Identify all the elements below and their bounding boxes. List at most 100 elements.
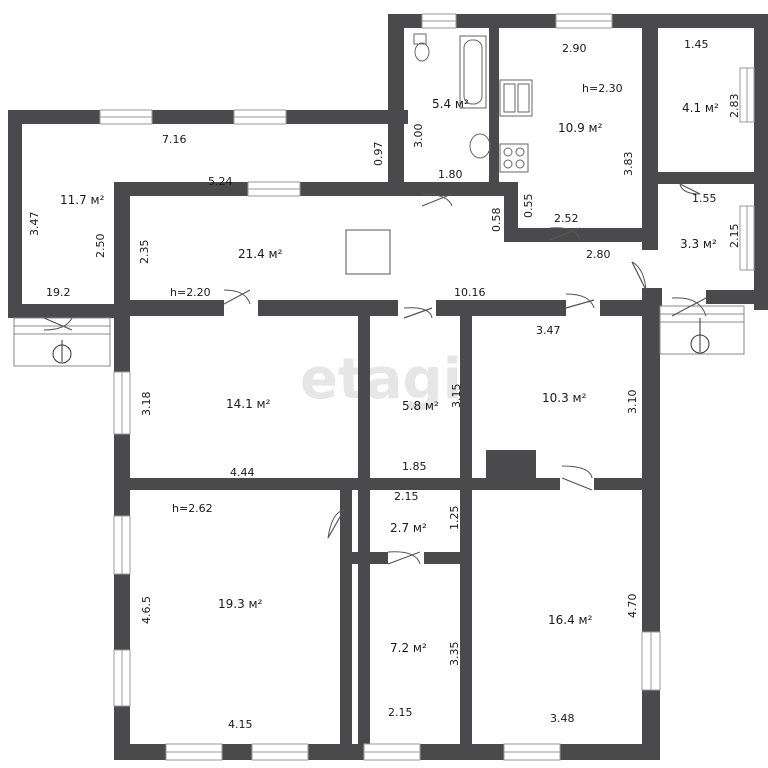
window: [739, 205, 755, 271]
dimension-label: 3.48: [550, 712, 575, 725]
wall: [642, 14, 658, 250]
dimension-label: 2.80: [586, 248, 611, 261]
window: [421, 13, 457, 29]
dimension-label: 1.85: [402, 460, 427, 473]
window: [99, 109, 153, 125]
dimension-label: 3.10: [626, 390, 639, 415]
dimension-label: 2.83: [728, 94, 741, 119]
dimension-label: 0.97: [372, 142, 385, 167]
wall: [594, 478, 660, 490]
dimension-label: 3.47: [28, 212, 41, 237]
wall: [114, 182, 518, 196]
dimension-label: h=2.30: [582, 82, 623, 95]
room-area-label: 16.4 м²: [548, 613, 593, 627]
door: [679, 183, 701, 195]
window: [165, 743, 223, 761]
door: [421, 193, 453, 207]
wall: [388, 14, 404, 194]
dimension-label: 1.55: [692, 192, 717, 205]
wall: [436, 300, 566, 316]
room-area-label: 10.3 м²: [542, 391, 587, 405]
stove-block: [486, 450, 536, 480]
wall: [460, 300, 472, 760]
dimension-label: 2.90: [562, 42, 587, 55]
room-area-label: 21.4 м²: [238, 247, 283, 261]
door: [671, 297, 707, 317]
dimension-label: 2.15: [728, 224, 741, 249]
wall: [114, 478, 360, 490]
wall: [114, 300, 224, 316]
wall: [358, 478, 472, 490]
dimension-label: 3.15: [450, 384, 463, 409]
room-area-label: 19.3 м²: [218, 597, 263, 611]
dimension-label: 2.50: [94, 234, 107, 259]
dimension-label: 4.70: [626, 594, 639, 619]
room-area-label: 14.1 м²: [226, 397, 271, 411]
dimension-label: 1.45: [684, 38, 709, 51]
dimension-label: 1.80: [438, 168, 463, 181]
dimension-labels: 7.16 0.97 3.47 2.50 19.2 5.24 2.35 h=2.2…: [28, 38, 741, 731]
dimension-label: h=2.20: [170, 286, 211, 299]
wall: [600, 300, 660, 316]
stove-square: [345, 229, 391, 275]
dimension-label: 2.15: [388, 706, 413, 719]
wall: [8, 110, 22, 318]
room-labels: 11.7 м² 21.4 м² 5.4 м² 10.9 м² 4.1 м² 3.…: [60, 97, 719, 655]
room-area-label: 2.7 м²: [390, 521, 427, 535]
dimension-label: 10.16: [454, 286, 486, 299]
window: [113, 371, 131, 435]
watermark: etagi: [300, 347, 462, 412]
window: [555, 13, 613, 29]
wall: [658, 172, 754, 184]
dimension-label: 3.83: [622, 152, 635, 177]
wall: [424, 552, 472, 564]
window: [233, 109, 287, 125]
bathtub: [459, 35, 487, 109]
wall: [358, 300, 370, 760]
toilet: [413, 33, 430, 62]
door: [565, 293, 595, 309]
dimension-label: 7.16: [162, 133, 187, 146]
window: [251, 743, 309, 761]
dimension-label: 19.2: [46, 286, 71, 299]
cooktop: [499, 143, 529, 173]
dimension-label: 4.15: [228, 718, 253, 731]
dimension-label: 5.24: [208, 175, 233, 188]
window: [739, 67, 755, 123]
door: [223, 289, 251, 305]
wall: [460, 478, 560, 490]
wall: [489, 14, 499, 196]
dimension-label: 3.00: [412, 124, 425, 149]
window: [503, 743, 561, 761]
wall: [340, 552, 388, 564]
dimension-label: 4.6.5: [140, 596, 153, 624]
wall: [258, 300, 398, 316]
wall: [754, 14, 768, 310]
washbasin: [469, 133, 491, 159]
door: [387, 551, 421, 565]
dimension-label: 2.35: [138, 240, 151, 265]
room-area-label: 5.4 м²: [432, 97, 469, 111]
wall: [8, 110, 408, 124]
room-area-label: 5.8 м²: [402, 399, 439, 413]
dimension-label: 3.18: [140, 392, 153, 417]
doors: [43, 183, 707, 565]
kitchen-sink: [499, 79, 533, 117]
dimension-label: 2.52: [554, 212, 579, 225]
window: [247, 181, 301, 197]
wall: [114, 182, 130, 758]
door: [43, 317, 73, 331]
door: [327, 509, 345, 539]
door: [561, 465, 593, 491]
door: [631, 261, 647, 291]
window: [113, 515, 131, 575]
windows: [99, 13, 755, 761]
dimension-label: 1.25: [448, 506, 461, 531]
dimension-label: 3.47: [536, 324, 561, 337]
wall: [340, 490, 352, 760]
door: [549, 227, 581, 241]
wall: [706, 290, 768, 304]
wall: [504, 228, 658, 242]
dimension-label: 4.44: [230, 466, 255, 479]
